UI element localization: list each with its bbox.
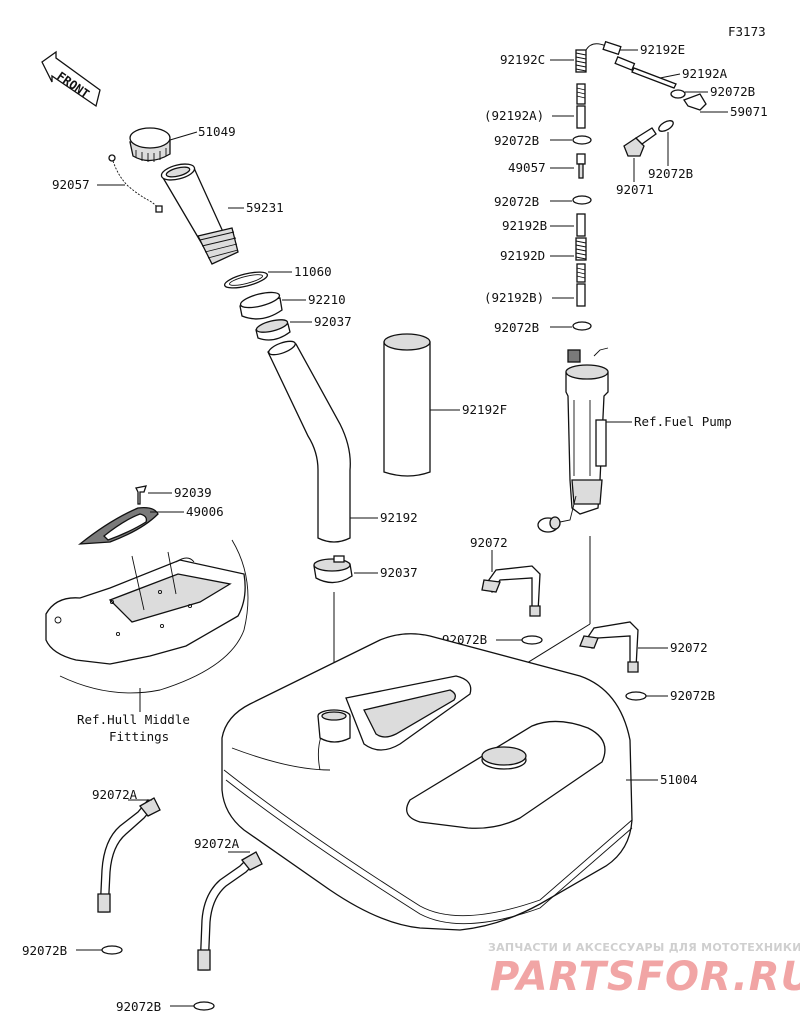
front-direction-arrow: FRONT [41, 50, 101, 108]
spring-92192b-paren-part [576, 263, 586, 307]
clip-92072b-top-part [670, 89, 686, 99]
label-51049: 51049 [198, 124, 236, 139]
label-92192f: 92192F [462, 402, 507, 417]
bracket-92072-a-part [481, 565, 541, 617]
label-92057: 92057 [52, 177, 90, 192]
label-92072a-2: 92072A [194, 836, 240, 851]
fuel-tank-part [221, 633, 633, 931]
hose-clamp-upper-part [255, 319, 291, 341]
label-92192e: 92192E [640, 42, 685, 57]
label-92072b-bl: 92072B [22, 943, 67, 958]
label-92037-lower: 92037 [380, 565, 418, 580]
label-92192: 92192 [380, 510, 418, 525]
label-51004: 51004 [660, 772, 698, 787]
watermark-line2: PARTSFOR.RU [490, 954, 800, 1000]
nut-part [239, 291, 283, 320]
clip-92072b-right-part [658, 120, 674, 132]
label-92192b: 92192B [502, 218, 547, 233]
spring-92192c-part [575, 49, 587, 73]
label-92192d: 92192D [500, 248, 545, 263]
figure-code: F3173 [728, 24, 766, 39]
spring-92192e-part [602, 40, 622, 56]
joint-59071-part [683, 93, 707, 111]
label-92072a-1: 92072A [92, 787, 138, 802]
strap-92072a-2-part [197, 851, 263, 971]
label-92037-upper: 92037 [314, 314, 352, 329]
label-92192a-paren: (92192A) [484, 108, 544, 123]
label-92072-a: 92072 [470, 535, 508, 550]
hull-middle-fittings-ref [45, 539, 249, 694]
check-valve-92071-part [623, 127, 657, 157]
label-92072b-3: 92072B [494, 320, 539, 335]
gasket-part [223, 271, 269, 289]
strap-92072a-1-part [97, 797, 161, 913]
label-59231: 59231 [246, 200, 284, 215]
label-92071: 92071 [616, 182, 654, 197]
clip-92072b-bl-part [101, 945, 123, 955]
leader-92192a [659, 73, 681, 79]
joint-49057-part [576, 153, 586, 179]
tank-plate-part [77, 506, 159, 545]
label-92072b-r2: 92072B [670, 688, 715, 703]
clip-part [135, 485, 147, 505]
fuel-pump-ref-label: Ref.Fuel Pump [634, 414, 732, 429]
hose-92192b-part [576, 213, 586, 237]
filler-hose-part [267, 340, 351, 543]
label-92072b-bm: 92072B [116, 999, 161, 1014]
clip-92072b-1-part [572, 135, 592, 145]
label-92192b-paren: (92192B) [484, 290, 544, 305]
label-11060: 11060 [294, 264, 332, 279]
hose-clamp-lower-part [313, 555, 353, 584]
spring-92192d-part [575, 237, 587, 261]
watermark-line1: ЗАПЧАСТИ И АКСЕССУАРЫ ДЛЯ МОТОТЕХНИКИ [488, 941, 800, 954]
label-92072b-right: 92072B [648, 166, 693, 181]
label-49006: 49006 [186, 504, 224, 519]
label-92072b-1: 92072B [494, 133, 539, 148]
fuel-cap-part [129, 127, 171, 162]
fuel-pump-ref-part [537, 347, 609, 533]
label-49057: 49057 [508, 160, 546, 175]
label-59071: 59071 [730, 104, 768, 119]
label-92072b-2: 92072B [494, 194, 539, 209]
hose-92192a-paren-part [576, 105, 586, 129]
filler-neck-part [160, 163, 239, 265]
label-92072b-top: 92072B [710, 84, 755, 99]
clip-92072b-bm-part [193, 1001, 215, 1011]
straight-hose-part [383, 333, 431, 477]
label-92039: 92039 [174, 485, 212, 500]
label-92072-b: 92072 [670, 640, 708, 655]
clip-92072b-mid-part [521, 635, 543, 645]
clip-92072b-2-part [572, 195, 592, 205]
bracket-92072-b-part [579, 621, 639, 673]
label-92192c: 92192C [500, 52, 545, 67]
hose-92192a-part [614, 56, 677, 89]
clip-92072b-r2-part [625, 691, 647, 701]
leader-51049 [169, 131, 198, 141]
label-92210: 92210 [308, 292, 346, 307]
clip-92072b-3-part [572, 321, 592, 331]
hull-ref-label-line1: Ref.Hull Middle [77, 712, 190, 727]
cap-tether-part [108, 154, 163, 213]
label-92192a: 92192A [682, 66, 728, 81]
hull-ref-label-line2: Fittings [109, 729, 169, 744]
